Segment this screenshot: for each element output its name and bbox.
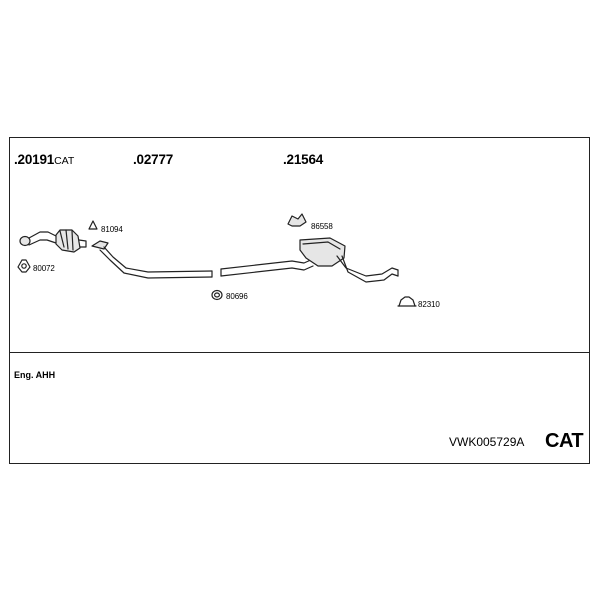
part-ref-catalytic-converter: .20191CAT — [14, 152, 75, 167]
section-divider — [9, 352, 590, 353]
part-number-81094: 81094 — [101, 225, 123, 234]
clamp-80696-icon — [211, 289, 223, 301]
part-number-80072: 80072 — [33, 264, 55, 273]
part-ref-middle-pipe: .02777 — [133, 152, 174, 167]
part-ref-rear-silencer: .21564 — [283, 152, 324, 167]
clamp-82310-icon — [398, 296, 416, 307]
engine-code: Eng. AHH — [14, 370, 56, 380]
catalytic-converter-drawing — [19, 229, 87, 253]
part-number-82310: 82310 — [418, 300, 440, 309]
middle-pipe-drawing — [91, 240, 213, 279]
rear-silencer-drawing — [220, 213, 399, 283]
part-number-86558: 86558 — [311, 222, 333, 231]
diagram-frame — [9, 137, 590, 464]
part-number-80696: 80696 — [226, 292, 248, 301]
gasket-81094-icon — [88, 220, 98, 230]
cat-badge: CAT — [545, 430, 584, 452]
gasket-80072-icon — [17, 259, 31, 273]
model-code: VWK005729A — [449, 435, 525, 449]
